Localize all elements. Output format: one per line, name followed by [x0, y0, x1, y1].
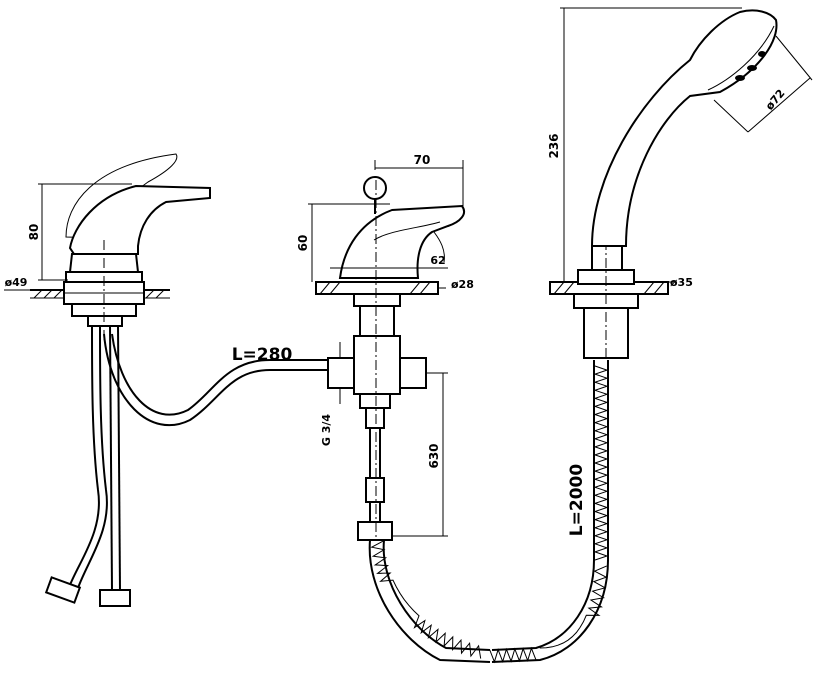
coil-segment	[593, 365, 609, 561]
supply-pipe-end-nut	[357, 521, 393, 541]
middle-lower-fitting	[365, 407, 385, 429]
middle-lower-nut	[359, 393, 391, 409]
left-inlet-port	[327, 357, 355, 389]
left-supply-hose-2b	[117, 325, 121, 591]
middle-diameter-label: ø28	[451, 278, 474, 291]
shower-hose	[368, 360, 609, 664]
coil-segment	[539, 565, 608, 649]
middle-counter-hatch	[319, 281, 431, 295]
shower-height-label: 236	[547, 133, 561, 158]
right-counter-hatch	[553, 281, 665, 295]
left-mixer-handle	[68, 184, 211, 255]
shower-head-diameter-dim-line	[747, 77, 811, 133]
connection-hose-length-label: L=280	[232, 345, 293, 365]
right-diameter-label: ø35	[670, 276, 693, 289]
shower-hose-length-label: L=2000	[567, 464, 587, 537]
middle-spout-outlet	[433, 231, 445, 263]
left-hose-nut-1	[44, 576, 82, 604]
shower-hose-left-outer	[368, 539, 491, 663]
shower-head-face-edge	[707, 25, 775, 91]
shower-hose-right-inner	[491, 360, 595, 651]
right-inlet-port	[399, 357, 427, 389]
left-mixer: 80 ø49 L=280	[4, 153, 328, 607]
middle-counter	[315, 281, 439, 295]
coil-segment	[489, 646, 537, 664]
middle-mixer-body	[338, 204, 466, 279]
shower-head-handle[interactable]	[590, 9, 778, 247]
supply-pipe-coupling	[365, 477, 385, 503]
shower-holder	[549, 240, 669, 360]
left-supply-hose-1b	[77, 325, 108, 589]
middle-riser-upper	[359, 305, 395, 337]
shower-head: 236 ø72 ø35	[547, 7, 813, 289]
left-diameter-label: ø49	[5, 276, 28, 289]
coil-segment	[370, 540, 482, 659]
diverter-knob[interactable]	[363, 176, 387, 200]
middle-handle-edge	[373, 221, 441, 241]
middle-height-label: 60	[296, 235, 310, 252]
left-hose-nut-2	[99, 589, 131, 607]
left-supply-hose-1	[69, 325, 100, 586]
shower-hose-right-outer	[491, 360, 609, 663]
left-counter-hatch	[33, 289, 165, 299]
middle-mixing-body	[353, 335, 401, 395]
left-stud	[87, 315, 123, 327]
middle-mixer: 70 60 62 ø28 G 3/4 630	[296, 153, 474, 541]
shower-hose-left-inner	[382, 539, 491, 651]
thread-label: G 3/4	[320, 414, 333, 447]
left-height-label: 80	[27, 224, 41, 241]
connection-hose-bottom	[111, 333, 328, 416]
shower-head-diameter-label: ø72	[763, 87, 788, 113]
middle-fixing-nut	[353, 293, 401, 307]
middle-width-label: 70	[414, 153, 431, 167]
connection-hose-top	[103, 333, 328, 427]
shower-head-nozzles	[735, 51, 766, 81]
shower-hose-coil	[370, 365, 609, 664]
middle-spout-label: 62	[430, 254, 445, 267]
pipe-length-label: 630	[427, 443, 441, 468]
holder-collar	[591, 245, 623, 271]
